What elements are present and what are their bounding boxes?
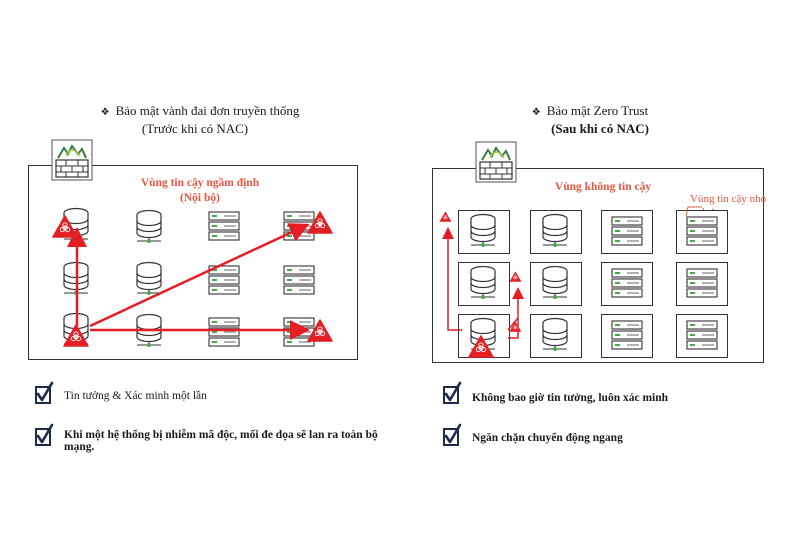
left-zone-label-line1: Vùng tin cậy ngầm định <box>140 177 260 189</box>
left-check-2: Khi một hệ thống bị nhiễm mã độc, mối đe… <box>64 429 378 453</box>
right-heading-text: Bảo mật Zero Trust <box>546 103 649 118</box>
server-rack-icon <box>611 320 643 350</box>
biohazard-icon <box>509 271 522 282</box>
database-icon <box>542 213 568 248</box>
database-icon <box>470 265 496 300</box>
left-heading-text: Bảo mật vành đai đơn truyền thống <box>115 103 300 118</box>
checkbox-icon <box>442 423 462 447</box>
right-heading: ❖ Bảo mật Zero Trust <box>500 102 680 121</box>
diamond-bullet-icon: ❖ <box>100 107 110 118</box>
left-zone-label-line2: (Nội bộ) <box>180 192 220 204</box>
server-rack-icon <box>611 268 643 298</box>
server-rack-icon <box>611 216 643 246</box>
database-icon <box>542 265 568 300</box>
left-zone-label: Vùng tin cậy ngầm định (Nội bộ) <box>125 176 275 206</box>
diamond-bullet-icon: ❖ <box>531 107 541 118</box>
server-rack-icon <box>686 268 718 298</box>
left-check-1: Tin tưởng & Xác minh một lần <box>64 390 207 402</box>
left-subheading: (Trước khi có NAC) <box>141 121 249 136</box>
database-icon <box>542 317 568 352</box>
right-subheading: (Sau khi có NAC) <box>551 121 649 136</box>
right-zone-label: Vùng không tin cậy <box>554 181 652 193</box>
right-check-1: Không bao giờ tin tưởng, luôn xác minh <box>472 392 669 404</box>
checkbox-icon <box>442 381 462 405</box>
micro-zone-label-line1: Vùng tin cậy nhỏ <box>690 193 767 205</box>
left-heading: ❖ Bảo mật vành đai đơn truyền thống <box>60 102 340 121</box>
server-rack-icon <box>686 216 718 246</box>
right-check-2: Ngăn chặn chuyển động ngang <box>472 432 623 444</box>
server-rack-icon <box>686 320 718 350</box>
biohazard-icon <box>439 211 452 222</box>
database-icon <box>470 213 496 248</box>
